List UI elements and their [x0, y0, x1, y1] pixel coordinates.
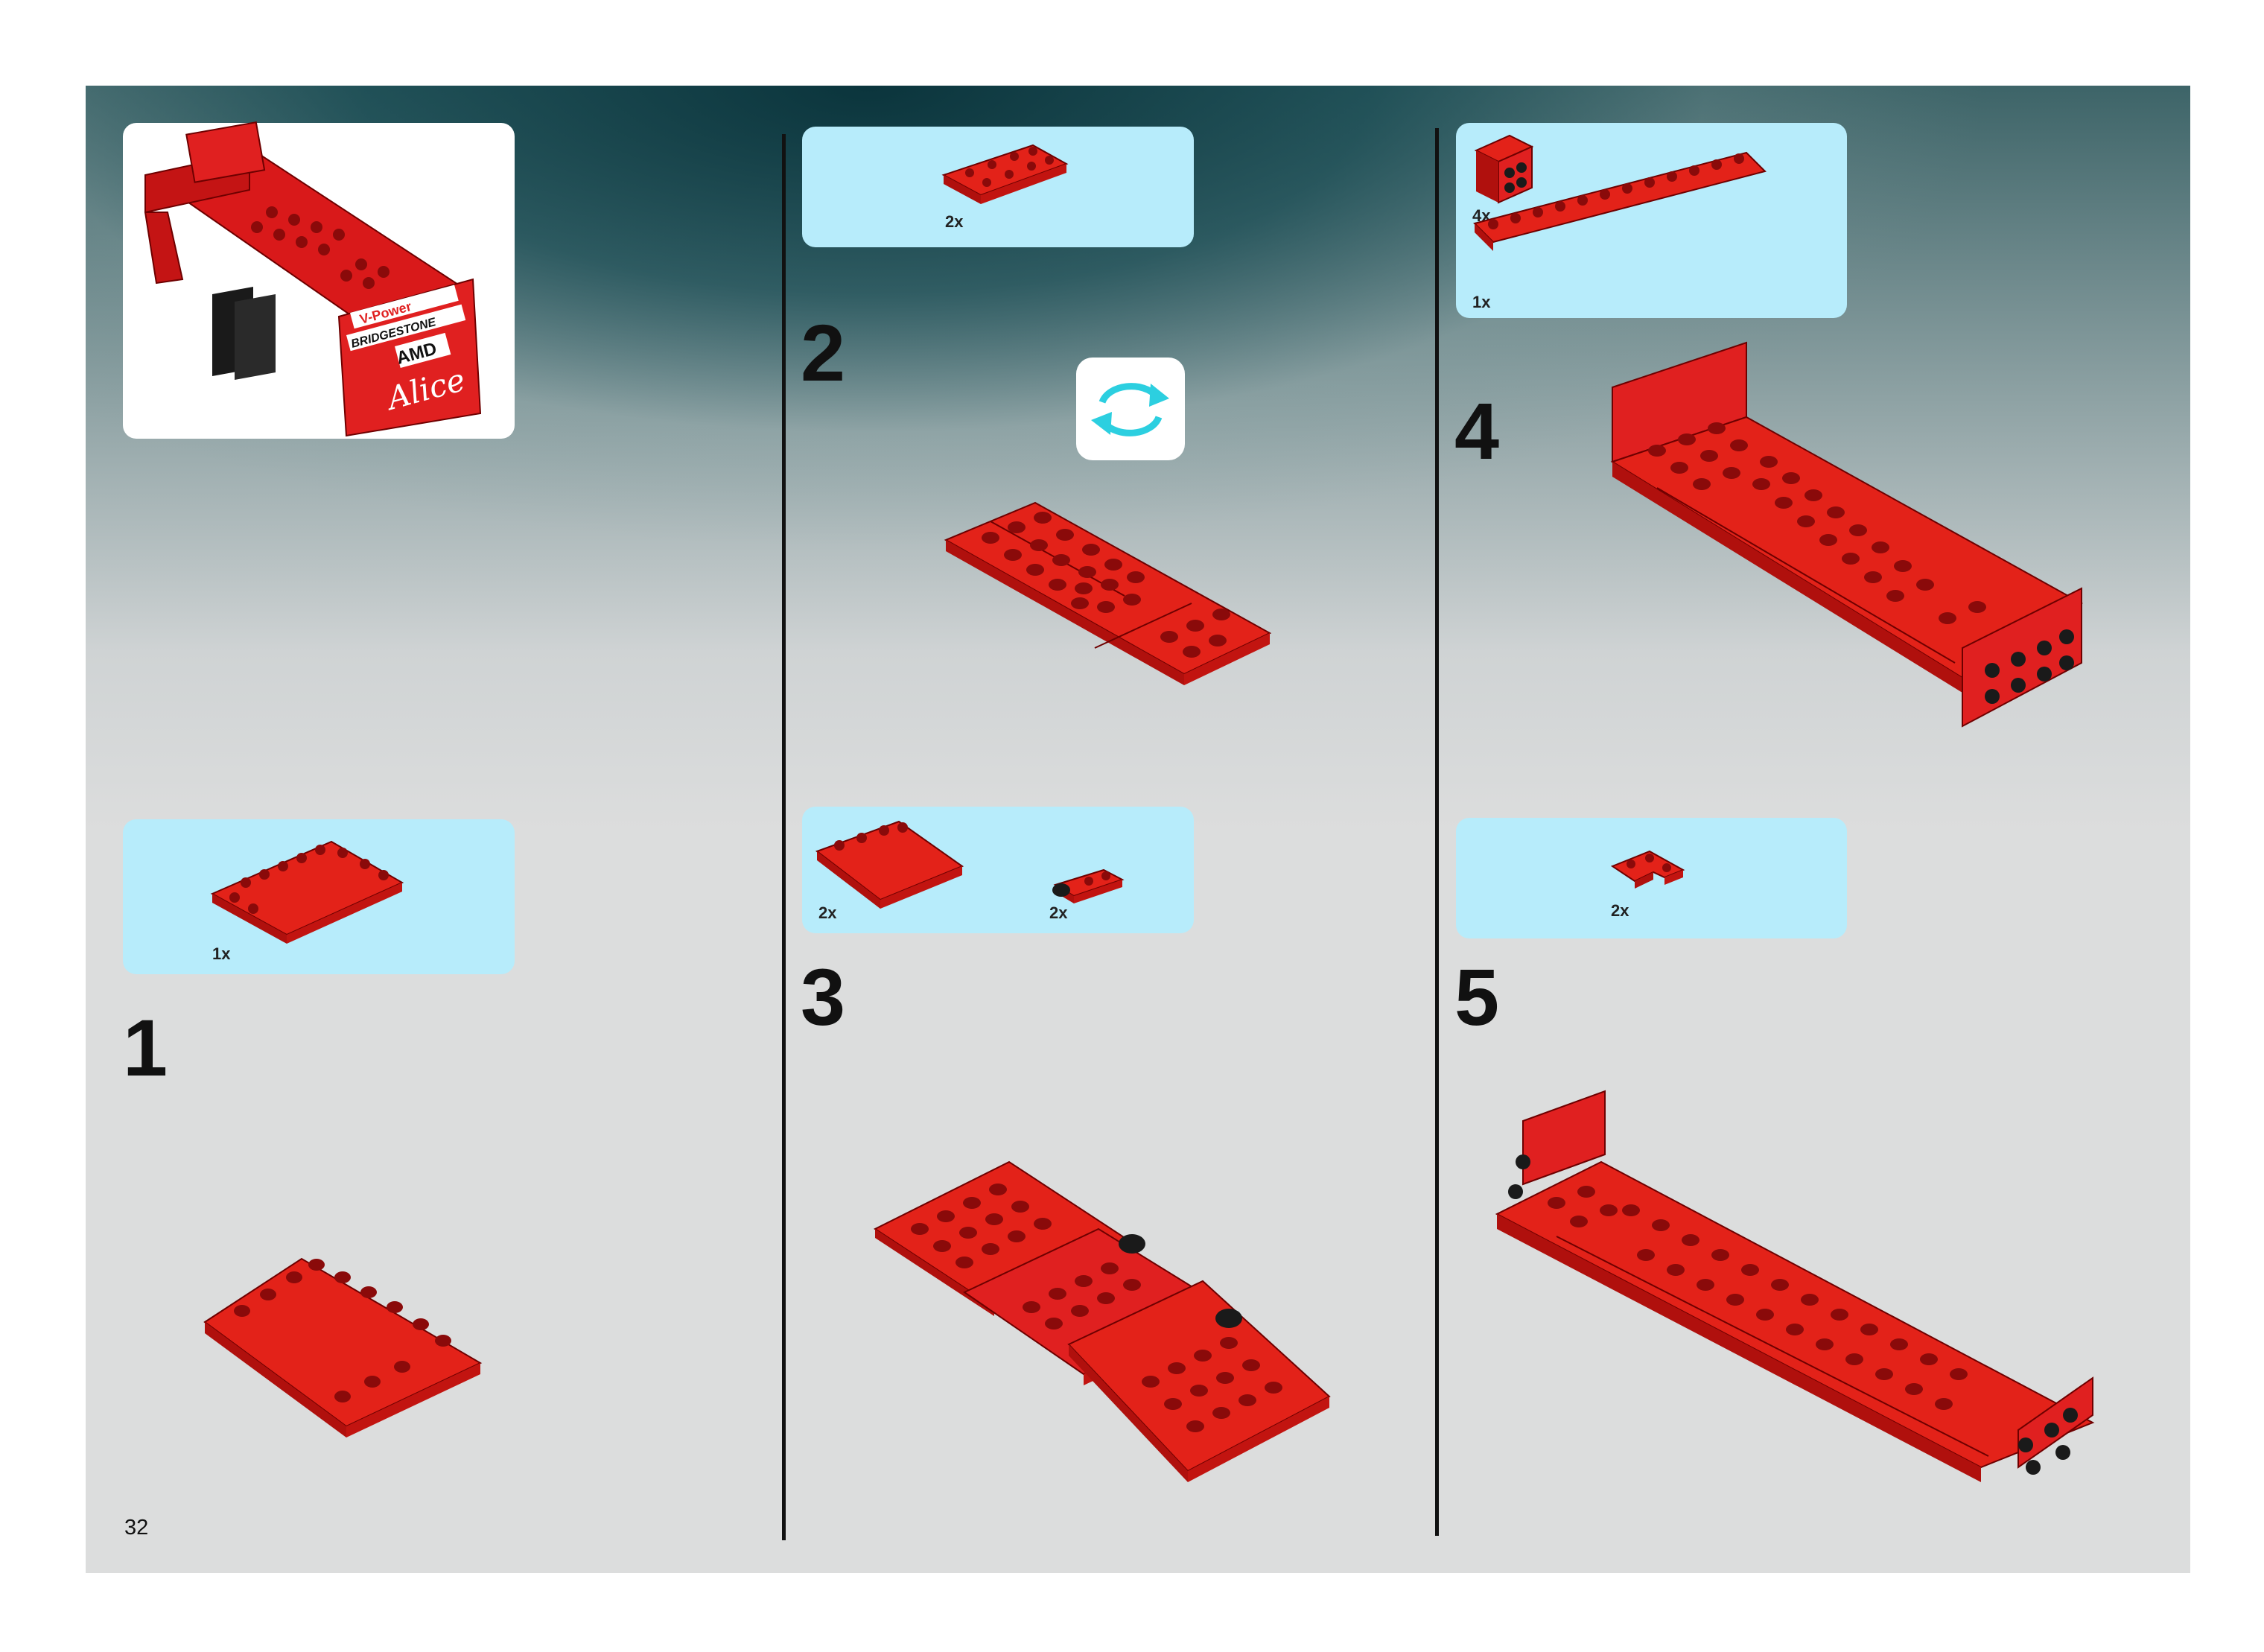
- step-5-number: 5: [1454, 952, 1500, 1042]
- step-3-number: 3: [801, 952, 846, 1042]
- finished-model-thumbnail: V-Power BRIDGESTONE AMD Alice: [123, 121, 515, 439]
- step-4-assembly-image: [1610, 341, 2083, 728]
- step-5-part-1-qty: 2x: [1611, 901, 1629, 920]
- rear-wing-image: V-Power BRIDGESTONE AMD Alice: [144, 121, 482, 437]
- part-red-corner-plate-icon: [1610, 850, 1685, 889]
- step-2-number: 2: [801, 308, 846, 398]
- column-divider-right: [1435, 128, 1439, 1536]
- part-red-3x3-tile-icon: [815, 820, 964, 909]
- instruction-page: V-Power BRIDGESTONE AMD Alice 1x 1: [86, 86, 2190, 1573]
- step-2-part-1-qty: 2x: [945, 212, 964, 231]
- step-2-assembly-image: [944, 501, 1272, 685]
- step-1-part-1-qty: 1x: [212, 944, 231, 963]
- step-5-parts-callout: 2x: [1456, 818, 1847, 938]
- part-red-bracket-icon: [1474, 134, 1534, 204]
- page-number: 32: [124, 1516, 149, 1540]
- step-1-assembly-image: [203, 1257, 483, 1437]
- step-1-parts-callout: 1x: [123, 819, 515, 974]
- step-1-number: 1: [123, 1003, 168, 1093]
- part-red-4x6-tile-plate-icon: [210, 840, 404, 944]
- step-2-parts-callout: 2x: [802, 127, 1194, 247]
- step-3-parts-callout: 2x 2x: [802, 807, 1194, 933]
- part-red-1x2-clip-plate-icon: [1052, 868, 1125, 903]
- step-5-assembly-image: [1495, 1090, 2095, 1482]
- step-3-assembly-image: [873, 1160, 1331, 1482]
- part-red-2x4-plate-icon: [941, 144, 1069, 204]
- step-3-part-1-qty: 2x: [818, 903, 837, 922]
- rotate-model-button: [1076, 358, 1185, 460]
- column-divider-left: [782, 134, 786, 1540]
- step-4-number: 4: [1454, 386, 1500, 476]
- rotate-model-icon: [1091, 383, 1169, 436]
- part-red-1x12-plate-icon: [1473, 151, 1767, 251]
- step-4-part-2-qty: 1x: [1472, 293, 1491, 311]
- step-4-parts-callout: 4x 1x: [1456, 123, 1847, 318]
- step-3-part-2-qty: 2x: [1049, 903, 1068, 922]
